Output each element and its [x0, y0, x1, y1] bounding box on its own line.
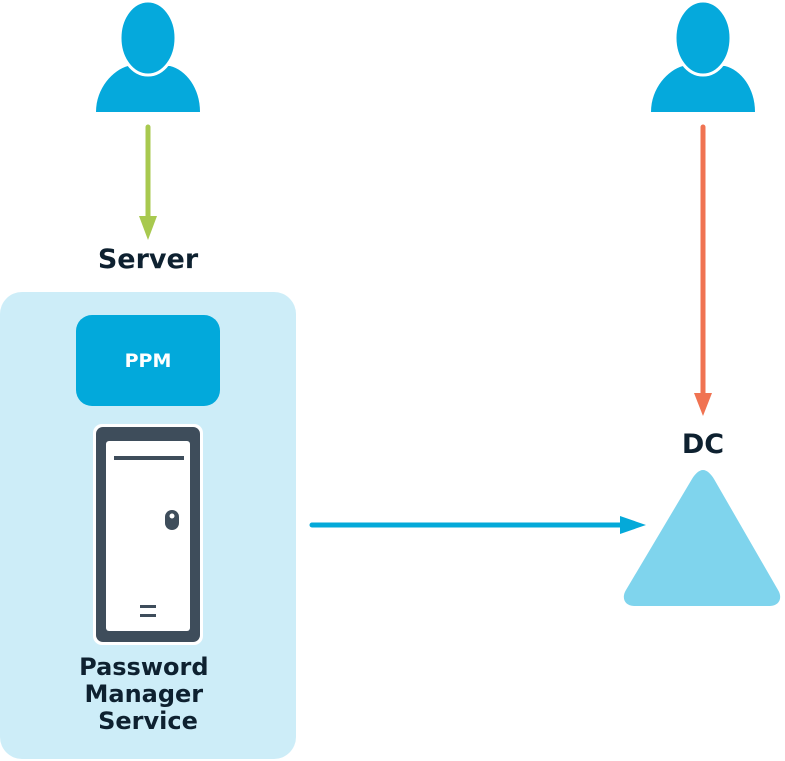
orange-arrow — [694, 124, 712, 416]
dc-triangle-icon — [623, 470, 781, 606]
user-icon-right-head — [673, 0, 733, 77]
green-arrow — [139, 124, 157, 240]
server-label: Server — [98, 244, 199, 275]
ppm-label: PPM — [125, 350, 172, 372]
blue-arrow — [309, 516, 646, 534]
dc-label: DC — [682, 429, 724, 460]
service-label-line1: Password — [79, 653, 208, 681]
user-icon-left-body — [96, 66, 200, 112]
service-label-line3: Service — [98, 707, 198, 735]
user-icon-right-body — [651, 66, 755, 112]
service-label-line2: Manager — [84, 680, 203, 708]
user-icon-left-head — [118, 0, 178, 77]
ppm-box: PPM — [76, 315, 220, 406]
user-icon-right — [651, 0, 755, 112]
user-icon-left — [96, 0, 200, 112]
server-tower-icon — [93, 424, 203, 645]
service-label: Password Manager Service — [79, 653, 217, 735]
